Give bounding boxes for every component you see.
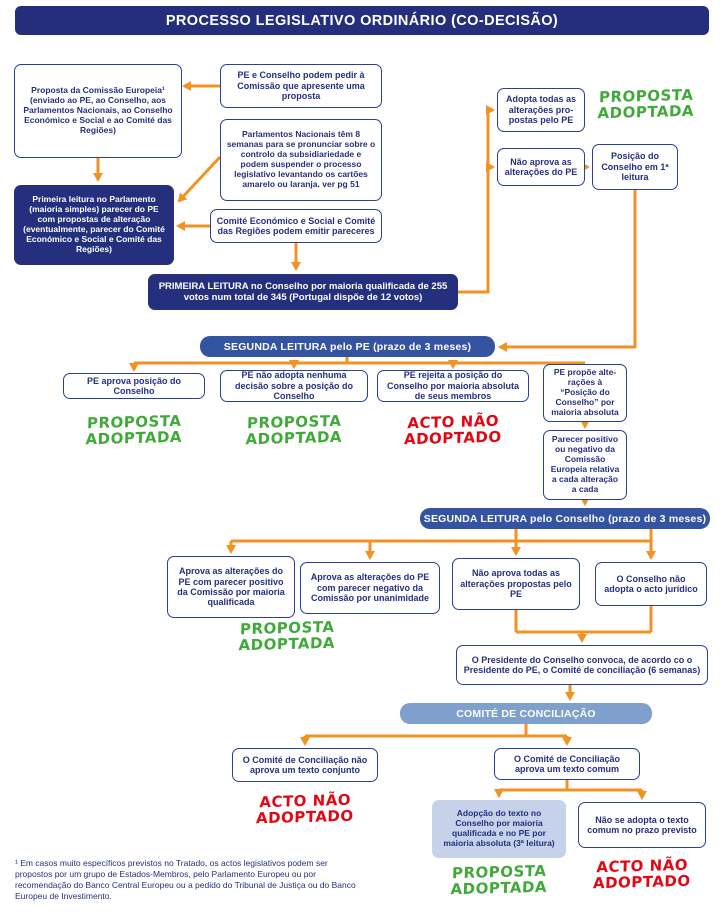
box-commission-opinion-amendments: Parecer positivo ou negativo da Comissão… bbox=[543, 430, 627, 500]
box-council-position-first-reading: Posição do Conselho em 1ª leitura bbox=[592, 144, 678, 190]
box-pe-rejects-position: PE rejeita a posição do Conselho por mai… bbox=[377, 370, 529, 402]
box-pe-council-request: PE e Conselho podem pedir à Comissão que… bbox=[220, 64, 382, 108]
stamp-acto-nao-adoptado-3: ACTO NÃO ADOPTADO bbox=[592, 855, 691, 893]
box-third-reading-adoption: Adopção do texto no Conselho por maioria… bbox=[432, 800, 566, 858]
box-council-approves-negative-opinion: Aprova as alterações do PE com parecer n… bbox=[300, 562, 440, 614]
box-first-reading-council: PRIMEIRA LEITURA no Conselho por maioria… bbox=[148, 274, 458, 310]
box-no-joint-text: O Comité de Conciliação não aprova um te… bbox=[232, 748, 378, 782]
stamp-proposta-adoptada-2: PROPOSTA ADOPTADA bbox=[85, 411, 183, 449]
box-commission-proposal: Proposta da Comissão Europeia¹ (enviado … bbox=[14, 64, 182, 158]
box-first-reading-parliament: Primeira leitura no Parlamento (maioria … bbox=[14, 185, 174, 265]
box-council-adopts-all-amendments: Adopta todas as alterações pro-postas pe… bbox=[497, 88, 585, 132]
box-council-not-adopt-act: O Conselho não adopta o acto jurídico bbox=[595, 562, 707, 606]
stamp-proposta-adoptada-3: PROPOSTA ADOPTADA bbox=[245, 411, 343, 449]
box-president-convenes-conciliation: O Presidente do Conselho convoca, de aco… bbox=[456, 645, 708, 685]
box-common-text-not-adopted: Não se adopta o texto comum no prazo pre… bbox=[578, 802, 706, 848]
stamp-proposta-adoptada-5: PROPOSTA ADOPTADA bbox=[450, 861, 548, 899]
box-pe-approves-position: PE aprova posição do Conselho bbox=[63, 373, 205, 399]
box-pe-proposes-amendments: PE propõe alte-rações à “Posição do Cons… bbox=[543, 364, 627, 422]
stamp-acto-nao-adoptado-1: ACTO NÃO ADOPTADO bbox=[403, 411, 502, 449]
box-national-parliaments: Parlamentos Nacionais têm 8 semanas para… bbox=[220, 119, 382, 201]
stamp-acto-nao-adoptado-2: ACTO NÃO ADOPTADO bbox=[255, 790, 354, 828]
header-second-reading-council: SEGUNDA LEITURA pelo Conselho (prazo de … bbox=[420, 508, 710, 529]
box-committees-opinion: Comité Económico e Social e Comité das R… bbox=[210, 209, 382, 243]
box-approves-common-text: O Comité de Conciliação aprova um texto … bbox=[494, 748, 640, 780]
box-council-rejects-amendments: Não aprova as alterações do PE bbox=[497, 148, 585, 186]
stamp-proposta-adoptada-4: PROPOSTA ADOPTADA bbox=[238, 617, 336, 655]
header-second-reading-pe: SEGUNDA LEITURA pelo PE (prazo de 3 mese… bbox=[200, 336, 495, 357]
box-council-rejects-some-amendments: Não aprova todas as alterações propostas… bbox=[452, 558, 580, 610]
box-council-approves-positive-opinion: Aprova as alterações do PE com parecer p… bbox=[167, 556, 295, 618]
stamp-proposta-adoptada-1: PROPOSTA ADOPTADA bbox=[597, 85, 695, 123]
footnote: ¹ Em casos muito específicos previstos n… bbox=[15, 858, 356, 902]
page-title: PROCESSO LEGISLATIVO ORDINÁRIO (CO-DECIS… bbox=[15, 6, 709, 35]
box-pe-no-decision: PE não adopta nenhuma decisão sobre a po… bbox=[220, 370, 368, 402]
header-conciliation-committee: COMITÉ DE CONCILIAÇÃO bbox=[400, 703, 652, 724]
